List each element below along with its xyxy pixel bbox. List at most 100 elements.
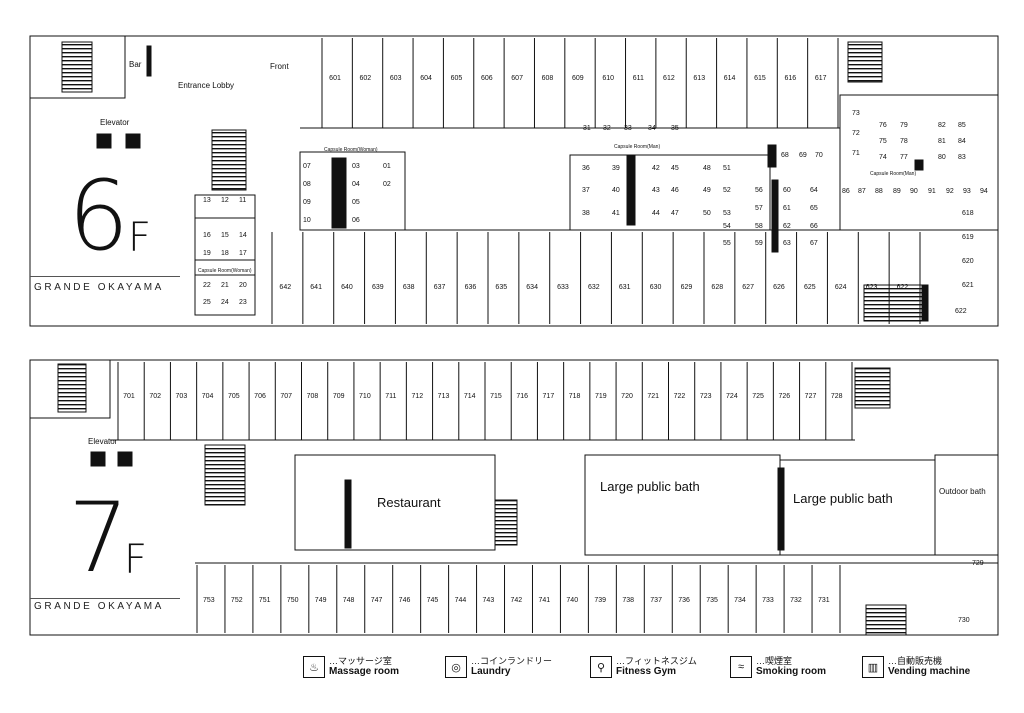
- room-number: 07: [303, 163, 311, 170]
- room-number: 21: [221, 282, 229, 289]
- room-number: 751: [258, 597, 271, 604]
- room-number: 84: [958, 138, 966, 145]
- room-number: 44: [652, 210, 660, 217]
- room-number: 37: [582, 187, 590, 194]
- room-number: 612: [663, 75, 675, 82]
- room-number: 732: [790, 597, 802, 604]
- room-dividers-6f-bottom: [271, 232, 921, 324]
- room-dividers-7f-top: [117, 362, 853, 440]
- room-number: 716: [516, 393, 528, 400]
- room-number: 72: [852, 130, 860, 137]
- room-number: 24: [221, 299, 229, 306]
- room-dividers-6f-top: [321, 38, 839, 128]
- floor-6-number: 6: [68, 160, 130, 272]
- legend-jp: …喫煙室: [756, 655, 793, 666]
- room-number: 704: [201, 393, 214, 400]
- room-number: 628: [711, 284, 724, 291]
- elevator-7f-label: Elevator: [88, 437, 118, 446]
- room-number: 713: [437, 393, 450, 400]
- room-number: 608: [541, 75, 554, 82]
- room-number: 54: [723, 223, 731, 230]
- room-number: 730: [958, 617, 970, 624]
- room-number: 728: [830, 393, 843, 400]
- room-number: 34: [648, 125, 656, 132]
- room-number: 724: [726, 393, 738, 400]
- room-number: 46: [671, 187, 679, 194]
- room-number: 717: [542, 393, 555, 400]
- room-number: 40: [612, 187, 620, 194]
- room-number: 55: [723, 240, 731, 247]
- room-number: 741: [538, 597, 551, 604]
- room-number: 614: [723, 75, 736, 82]
- room-number: 624: [834, 284, 847, 291]
- vending-icon: ▥: [862, 656, 884, 678]
- room-number: 738: [622, 597, 634, 604]
- room-number: 742: [510, 597, 523, 604]
- smoking-icon: ≈: [730, 656, 752, 678]
- room-number: 735: [706, 597, 718, 604]
- room-number: 56: [755, 187, 763, 194]
- room-number: 19: [203, 250, 211, 257]
- room-number: 93: [963, 188, 971, 195]
- room-number: 18: [221, 250, 229, 257]
- room-number: 81: [938, 138, 946, 145]
- room-dividers-7f-bottom: [196, 565, 841, 633]
- room-number: 752: [230, 597, 243, 604]
- restaurant-label: Restaurant: [377, 495, 441, 510]
- room-number: 613: [693, 75, 706, 82]
- capsule-man-right-label: Capsule Room(Man): [870, 171, 917, 177]
- room-number: 79: [900, 122, 908, 129]
- room-number: 23: [239, 299, 247, 306]
- large-bath-2-label: Large public bath: [793, 491, 893, 506]
- room-number: 740: [566, 597, 579, 604]
- gym-icon: ⚲: [590, 656, 612, 678]
- room-number: 638: [402, 284, 415, 291]
- room-number: 603: [389, 75, 402, 82]
- room-number: 12: [221, 197, 229, 204]
- room-number: 43: [652, 187, 660, 194]
- room-number: 57: [755, 205, 763, 212]
- room-number: 703: [175, 393, 188, 400]
- room-number: 712: [411, 393, 424, 400]
- room-number: 10: [303, 217, 311, 224]
- room-number: 701: [123, 393, 135, 400]
- room-number: 748: [342, 597, 355, 604]
- elevator-6f-label: Elevator: [100, 118, 130, 127]
- room-number: 06: [352, 217, 360, 224]
- room-number: 33: [624, 125, 632, 132]
- room-number: 626: [773, 284, 785, 291]
- room-number: 630: [649, 284, 662, 291]
- bar-label: Bar: [129, 60, 142, 69]
- room-number: 737: [650, 597, 662, 604]
- room-number: 625: [804, 284, 816, 291]
- room-number: 41: [612, 210, 620, 217]
- room-number: 618: [962, 210, 974, 217]
- room-number: 64: [810, 187, 818, 194]
- room-number: 753: [202, 597, 215, 604]
- room-number: 45: [671, 165, 679, 172]
- room-number: 70: [815, 152, 823, 159]
- legend-en: Smoking room: [756, 666, 827, 678]
- room-number: 13: [203, 197, 211, 204]
- room-number: 42: [652, 165, 660, 172]
- room-number: 03: [352, 163, 360, 170]
- massage-icon: ♨: [303, 656, 325, 678]
- capsule-woman-label: Capsule Room(Woman): [324, 147, 378, 153]
- room-number: 38: [582, 210, 590, 217]
- floor-7-hotel-name: GRANDE OKAYAMA: [34, 601, 164, 612]
- capsule-woman-left-label: Capsule Room(Woman): [198, 268, 252, 274]
- room-number: 615: [754, 75, 766, 82]
- legend-jp: …フィットネスジム: [616, 655, 697, 666]
- room-number: 633: [557, 284, 569, 291]
- room-number: 89: [893, 188, 901, 195]
- room-number: 607: [511, 75, 523, 82]
- room-number: 59: [755, 240, 763, 247]
- room-number: 616: [784, 75, 797, 82]
- room-number: 621: [962, 282, 974, 289]
- room-number: 80: [938, 154, 946, 161]
- room-number: 36: [582, 165, 590, 172]
- room-number: 67: [810, 240, 818, 247]
